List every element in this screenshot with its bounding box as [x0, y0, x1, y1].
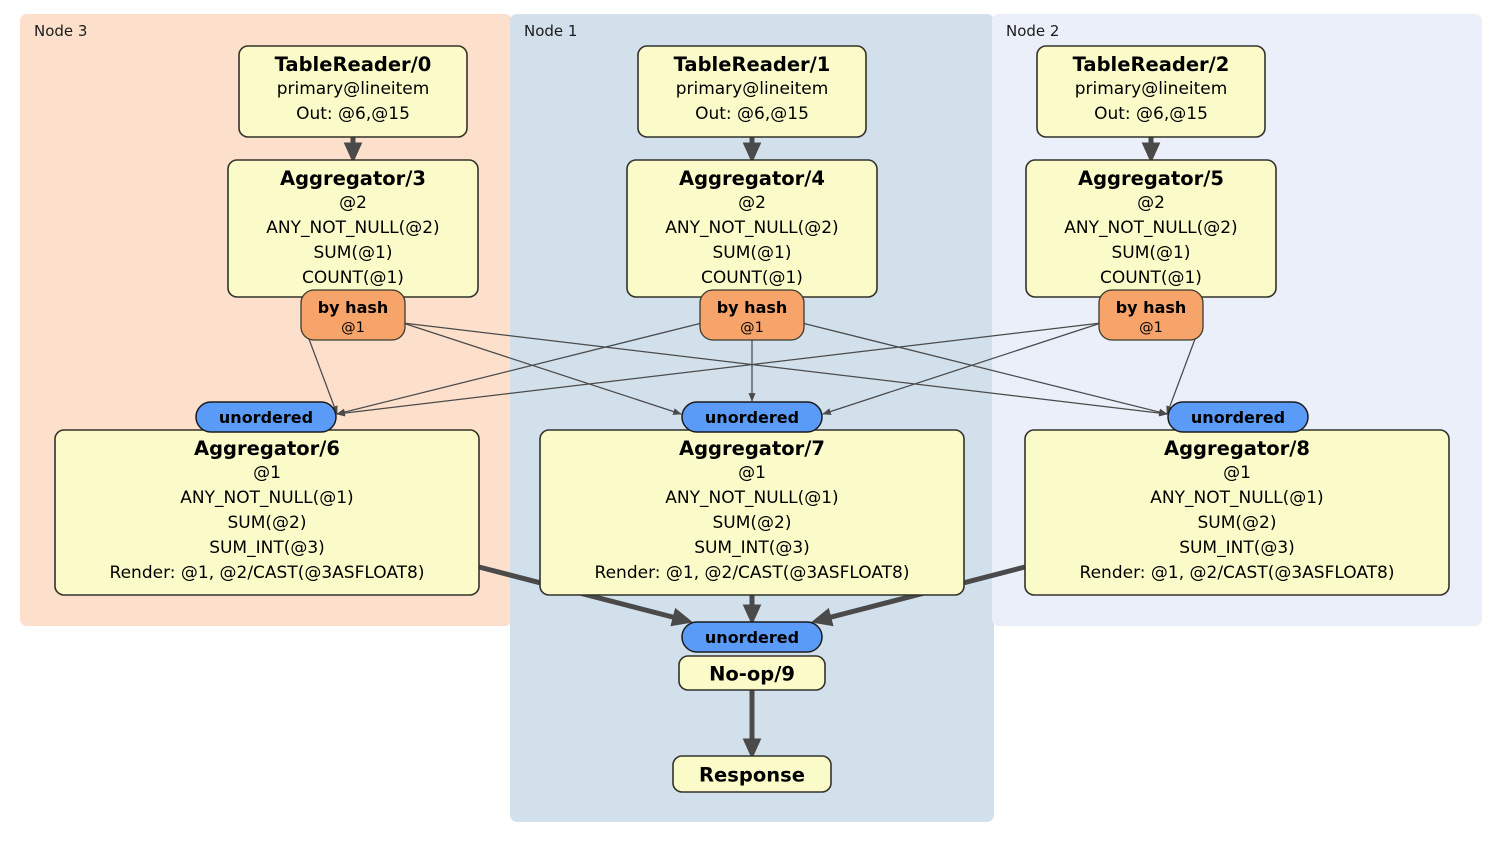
- box-title: Aggregator/7: [679, 437, 825, 460]
- box-title: Response: [699, 764, 805, 787]
- box-title: Aggregator/5: [1078, 167, 1224, 190]
- node-panel-label: Node 2: [1006, 22, 1059, 40]
- box-detail-line: Render: @1, @2/CAST(@3ASFLOAT8): [110, 563, 425, 583]
- edge-hash-to-unordered: [822, 322, 1102, 415]
- hash-pill-background: [300, 289, 406, 341]
- hash-pill-column: @1: [341, 320, 365, 336]
- unordered-pill-label: unordered: [705, 408, 799, 427]
- box-detail-line: COUNT(@1): [701, 268, 803, 288]
- box-detail-line: Out: @6,@15: [1094, 104, 1208, 124]
- box-detail-line: ANY_NOT_NULL(@1): [1150, 488, 1323, 508]
- box-detail-line: @2: [738, 193, 766, 213]
- box-title: TableReader/0: [275, 53, 432, 76]
- hash-router-hash3[interactable]: by hash @1: [300, 289, 406, 341]
- unordered-pill-label: unordered: [1191, 408, 1285, 427]
- box-detail-line: COUNT(@1): [302, 268, 404, 288]
- hash-pill-column: @1: [1139, 320, 1163, 336]
- box-title: No-op/9: [709, 663, 795, 686]
- processor-box-noop9[interactable]: No-op/9: [678, 655, 826, 691]
- box-detail-line: @2: [1137, 193, 1165, 213]
- box-detail-line: Out: @6,@15: [695, 104, 809, 124]
- edge-hash-to-unordered: [336, 322, 1102, 417]
- box-background: [637, 45, 867, 138]
- box-detail-line: ANY_NOT_NULL(@2): [266, 218, 439, 238]
- unordered-pill-background: [195, 401, 337, 433]
- box-detail-line: @1: [738, 463, 766, 483]
- box-detail-line: SUM(@2): [713, 513, 792, 533]
- box-detail-line: @2: [339, 193, 367, 213]
- box-detail-line: primary@lineitem: [277, 79, 430, 99]
- box-detail-line: Render: @1, @2/CAST(@3ASFLOAT8): [595, 563, 910, 583]
- box-title: Aggregator/6: [194, 437, 340, 460]
- hash-pill-label: by hash: [318, 298, 389, 317]
- node-panel-label: Node 1: [524, 22, 577, 40]
- box-detail-line: SUM(@1): [713, 243, 792, 263]
- hash-router-hash4[interactable]: by hash @1: [699, 289, 805, 341]
- box-detail-line: COUNT(@1): [1100, 268, 1202, 288]
- box-detail-line: SUM_INT(@3): [1179, 538, 1295, 558]
- box-detail-line: SUM(@2): [228, 513, 307, 533]
- box-detail-line: primary@lineitem: [1075, 79, 1228, 99]
- edge-hash-to-unordered: [402, 322, 1168, 417]
- box-detail-line: Render: @1, @2/CAST(@3ASFLOAT8): [1080, 563, 1395, 583]
- edge-hash-to-unordered: [336, 322, 703, 416]
- hash-pill-background: [699, 289, 805, 341]
- box-detail-line: @1: [1223, 463, 1251, 483]
- box-detail-line: SUM(@1): [314, 243, 393, 263]
- hash-pill-background: [1098, 289, 1204, 341]
- unordered-router-unordered7[interactable]: unordered: [681, 401, 823, 433]
- box-detail-line: SUM_INT(@3): [694, 538, 810, 558]
- hash-pill-column: @1: [740, 320, 764, 336]
- hash-pill-label: by hash: [1116, 298, 1187, 317]
- node-panel-label: Node 3: [34, 22, 87, 40]
- box-detail-line: SUM(@2): [1198, 513, 1277, 533]
- unordered-pill-background: [681, 401, 823, 433]
- unordered-pill-background: [1167, 401, 1309, 433]
- unordered-router-unordered8[interactable]: unordered: [1167, 401, 1309, 433]
- hash-router-pills: by hash @1 by hash @1 by hash @1: [300, 289, 1204, 341]
- box-detail-line: ANY_NOT_NULL(@1): [665, 488, 838, 508]
- box-background: [1036, 45, 1266, 138]
- box-title: TableReader/2: [1073, 53, 1230, 76]
- unordered-router-unordered9[interactable]: unordered: [681, 621, 823, 653]
- box-title: Aggregator/4: [679, 167, 825, 190]
- edge-hash-to-unordered: [801, 322, 1168, 416]
- box-detail-line: SUM_INT(@3): [209, 538, 325, 558]
- box-detail-line: ANY_NOT_NULL(@2): [665, 218, 838, 238]
- box-detail-line: @1: [253, 463, 281, 483]
- unordered-pill-label: unordered: [705, 628, 799, 647]
- unordered-router-unordered6[interactable]: unordered: [195, 401, 337, 433]
- box-detail-line: SUM(@1): [1112, 243, 1191, 263]
- edge-hash-to-unordered: [402, 322, 682, 415]
- box-background: [672, 755, 832, 793]
- box-detail-line: ANY_NOT_NULL(@1): [180, 488, 353, 508]
- hash-pill-label: by hash: [717, 298, 788, 317]
- box-detail-line: Out: @6,@15: [296, 104, 410, 124]
- box-title: Aggregator/8: [1164, 437, 1310, 460]
- processor-box-response[interactable]: Response: [672, 755, 832, 793]
- unordered-pill-background: [681, 621, 823, 653]
- unordered-router-pills: unordered unordered unordered unordered: [195, 401, 1309, 653]
- box-title: TableReader/1: [674, 53, 831, 76]
- box-title: Aggregator/3: [280, 167, 426, 190]
- box-background: [238, 45, 468, 138]
- box-detail-line: ANY_NOT_NULL(@2): [1064, 218, 1237, 238]
- box-background: [678, 655, 826, 691]
- unordered-pill-label: unordered: [219, 408, 313, 427]
- box-detail-line: primary@lineitem: [676, 79, 829, 99]
- hash-router-hash5[interactable]: by hash @1: [1098, 289, 1204, 341]
